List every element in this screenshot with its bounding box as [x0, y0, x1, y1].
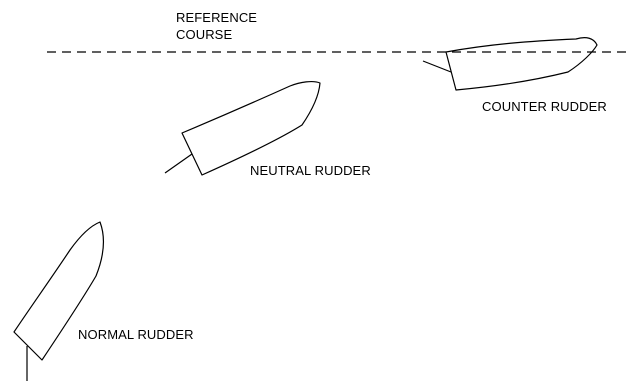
counter-rudder-label: COUNTER RUDDER: [482, 99, 607, 114]
ship-counter-rudder: [422, 37, 598, 91]
reference-course-label-line1: REFERENCE: [176, 10, 258, 25]
neutral-rudder-label: NEUTRAL RUDDER: [250, 163, 371, 178]
rudder-counter: [422, 60, 452, 73]
ship-hull-counter: [445, 37, 598, 91]
rudder-neutral: [164, 153, 193, 174]
normal-rudder-label: NORMAL RUDDER: [78, 327, 194, 342]
reference-course-label-line2: COURSE: [176, 27, 233, 42]
ship-hull-neutral: [181, 80, 321, 176]
ship-neutral-rudder: [164, 80, 321, 176]
ship-hull-normal: [13, 221, 105, 361]
ship-normal-rudder: [13, 221, 105, 381]
